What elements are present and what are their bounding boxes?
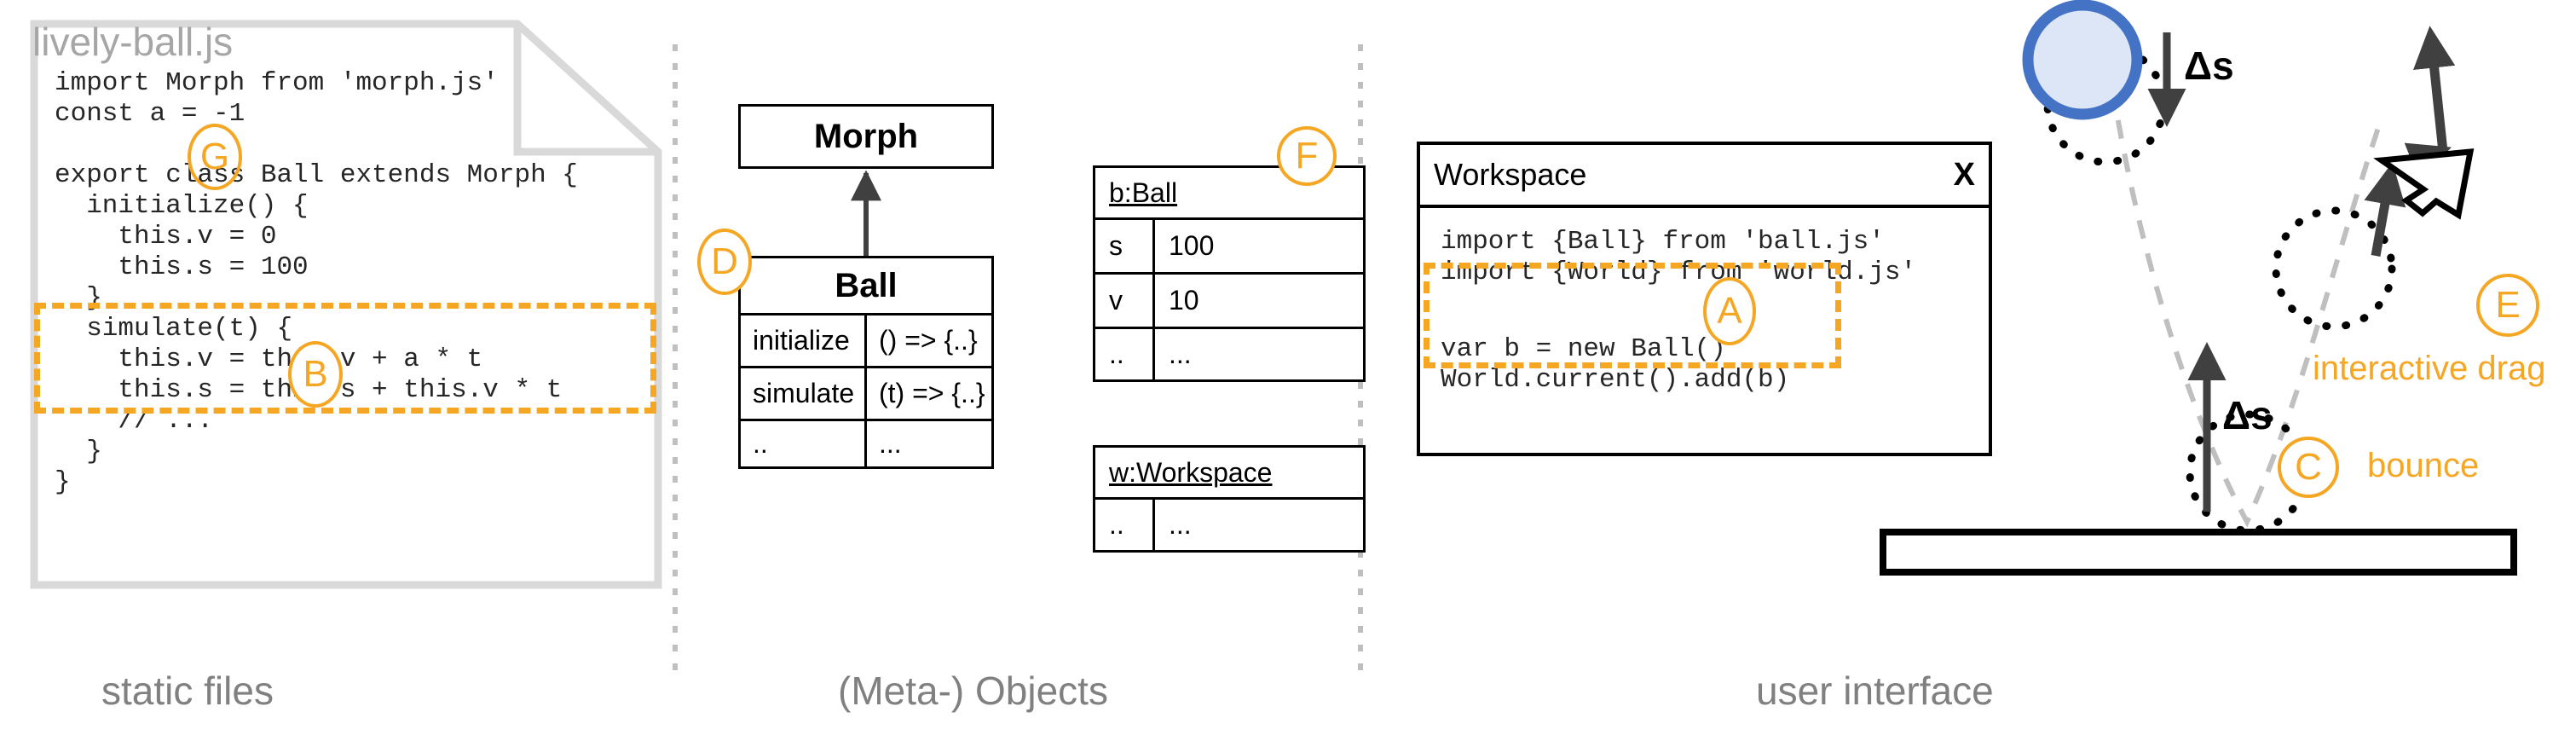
uml-row-more-value: ...	[879, 428, 902, 459]
marker-badge-b[interactable]: B	[288, 341, 343, 408]
code-line-13: }	[55, 437, 102, 466]
workspace-code-line-1: import {Ball} from 'ball.js'	[1441, 227, 1885, 257]
code-line-6: this.v = 0	[55, 222, 277, 252]
uml-class-ball-name: Ball	[835, 266, 898, 304]
uml-class-morph[interactable]: Morph	[738, 104, 994, 169]
code-line-2: const a = -1	[55, 99, 245, 129]
workspace-highlight-line-2: World.current().add(b)	[1441, 365, 1790, 395]
object-ball-row-s[interactable]: s 100	[1093, 220, 1366, 275]
object-workspace-title: w:Workspace	[1109, 456, 1273, 488]
marker-badge-f[interactable]: F	[1277, 126, 1337, 186]
uml-class-morph-name: Morph	[813, 117, 919, 155]
highlight-workspace-statements	[1424, 263, 1841, 368]
ground-bar	[1880, 529, 2517, 576]
caption-user-interface: user interface	[1756, 669, 1994, 713]
ghost-ball-drag	[2272, 206, 2396, 331]
code-line-7: this.s = 100	[55, 252, 309, 282]
code-line-1: import Morph from 'morph.js'	[55, 68, 499, 98]
uml-row-more-key: ..	[741, 421, 867, 466]
marker-badge-a[interactable]: A	[1703, 277, 1756, 345]
bounce-label: bounce	[2367, 447, 2480, 484]
uml-row-simulate[interactable]: simulate (t) => {..}	[741, 366, 991, 419]
object-workspace-row-more-value: ...	[1169, 509, 1192, 540]
interactive-drag-label: interactive drag	[2313, 350, 2546, 387]
drag-stroke-3	[2413, 26, 2456, 153]
object-ball-row-s-key: s	[1095, 220, 1155, 272]
workspace-window[interactable]: Workspace X import {Ball} from 'ball.js'…	[1417, 142, 1992, 456]
workspace-highlight-line-1: var b = new Ball()	[1441, 334, 1726, 364]
object-ball-title: b:Ball	[1109, 177, 1178, 208]
workspace-title-bar[interactable]: Workspace X	[1420, 145, 1989, 208]
object-ball-row-s-value: 100	[1169, 230, 1215, 261]
code-line-5: initialize() {	[55, 191, 309, 221]
object-ball-row-v-value: 10	[1169, 285, 1199, 316]
ball-trajectory	[2105, 52, 2381, 528]
object-ball-row-v[interactable]: v 10	[1093, 275, 1366, 329]
uml-row-simulate-value: (t) => {..}	[879, 378, 985, 408]
file-card-fold	[513, 24, 658, 156]
cursor-icon[interactable]	[2373, 148, 2475, 220]
uml-row-initialize[interactable]: initialize () => {..}	[741, 313, 991, 366]
object-workspace-header[interactable]: w:Workspace	[1093, 445, 1366, 500]
workspace-window-title: Workspace	[1434, 157, 1587, 192]
uml-row-initialize-value: () => {..}	[879, 325, 978, 356]
object-ball-row-v-key: v	[1095, 275, 1155, 327]
drag-stroke-1	[2364, 162, 2406, 257]
uml-row-more[interactable]: .. ...	[741, 419, 991, 466]
object-workspace-row-more-key: ..	[1095, 500, 1155, 550]
caption-meta-objects: (Meta-) Objects	[838, 669, 1108, 713]
object-ball-row-more-value: ...	[1169, 339, 1192, 369]
marker-badge-e[interactable]: E	[2476, 274, 2539, 337]
workspace-window-body[interactable]: import {Ball} from 'ball.js' import {Wor…	[1420, 208, 1989, 456]
caption-static-files: static files	[101, 669, 274, 713]
object-ball-row-more-key: ..	[1095, 329, 1155, 379]
marker-badge-c[interactable]: C	[2278, 437, 2339, 498]
highlight-simulate-block	[34, 303, 656, 414]
delta-s-label-top: Δs	[2184, 43, 2234, 88]
marker-badge-d[interactable]: D	[697, 229, 752, 295]
file-name-label: lively-ball.js	[32, 20, 234, 64]
delta-s-label-bottom: Δs	[2222, 393, 2273, 437]
code-line-14: }	[55, 467, 71, 497]
uml-row-simulate-key: simulate	[741, 368, 867, 419]
close-icon[interactable]: X	[1953, 156, 1975, 193]
marker-badge-g[interactable]: G	[188, 124, 242, 190]
uml-class-ball[interactable]: Ball initialize () => {..} simulate (t) …	[738, 256, 994, 469]
uml-row-initialize-key: initialize	[741, 316, 867, 366]
ball-shape[interactable]	[2022, 0, 2143, 120]
code-line-9: simulate(t) {	[55, 314, 293, 344]
object-ball-row-more[interactable]: .. ...	[1093, 329, 1366, 382]
object-workspace-row-more[interactable]: .. ...	[1093, 500, 1366, 553]
